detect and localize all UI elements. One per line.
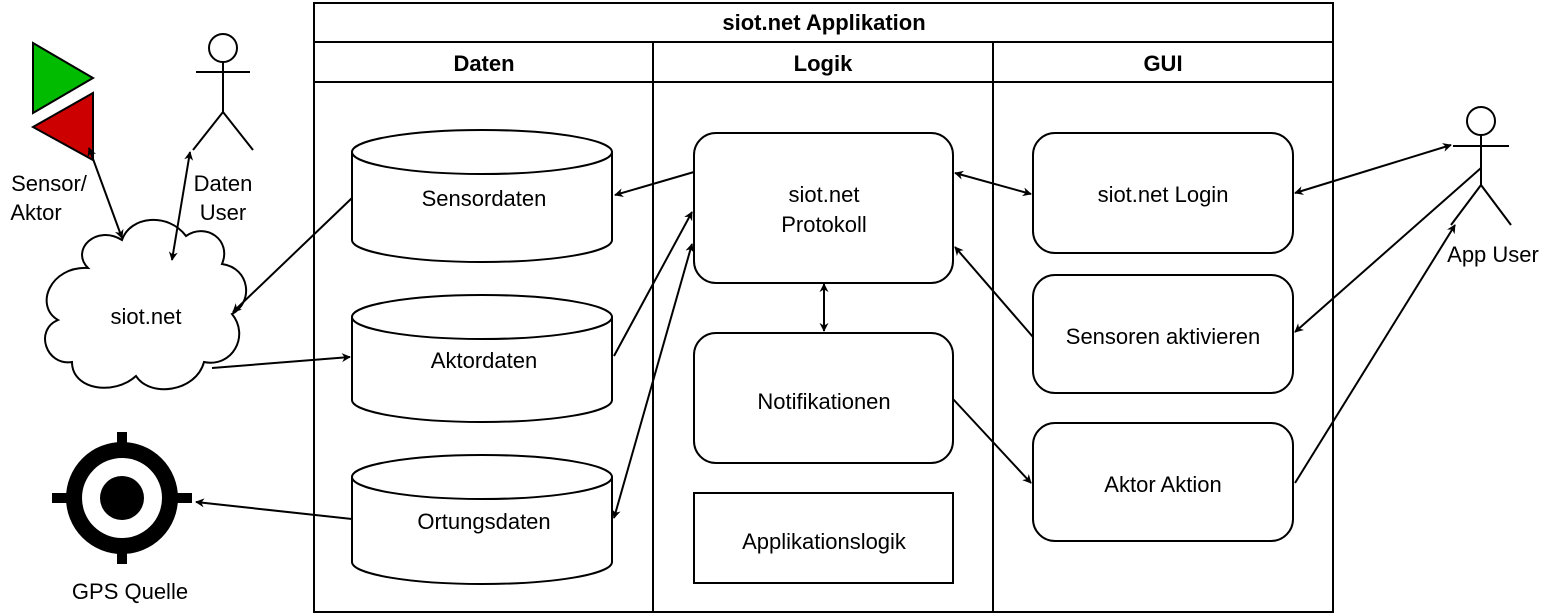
edge-notifikationen-aktor (952, 398, 1032, 484)
login-label: siot.net Login (1098, 182, 1229, 207)
sensoren-aktivieren-box: Sensoren aktivieren (1032, 274, 1294, 394)
sensor-triangle-icon (32, 41, 95, 115)
applikationslogik-label: Applikationslogik (742, 529, 907, 554)
login-box: siot.net Login (1032, 132, 1294, 254)
container-title: siot.net Applikation (722, 10, 925, 35)
protokoll-label-line1: siot.net (789, 182, 860, 207)
notifikationen-label: Notifikationen (757, 389, 890, 414)
sensor-aktor-icon (30, 41, 95, 162)
daten-user-label-line1: Daten (194, 171, 253, 196)
app-user-label: App User (1447, 242, 1539, 267)
database-sensordaten: Sensordaten (351, 129, 613, 263)
edge-appuser-sensoren (1294, 167, 1482, 333)
sensoren-aktivieren-label: Sensoren aktivieren (1066, 324, 1260, 349)
lane-header-daten: Daten (453, 51, 514, 76)
aktor-aktion-box: Aktor Aktion (1032, 422, 1294, 542)
lane-header-gui: GUI (1143, 51, 1182, 76)
edge-protokoll-sensordaten (614, 171, 695, 198)
edge-protokoll-login (954, 170, 1032, 197)
edge-aktor-appuser (1294, 224, 1456, 484)
notifikationen-box: Notifikationen (693, 332, 954, 464)
applikationslogik-box: Applikationslogik (693, 492, 954, 584)
protokoll-box: siot.net Protokoll (693, 132, 954, 284)
database-ortungsdaten: Ortungsdaten (351, 454, 613, 585)
aktor-aktion-label: Aktor Aktion (1104, 472, 1221, 497)
aktor-triangle-icon (30, 91, 94, 162)
siot-cloud-icon: siot.net (44, 219, 248, 391)
edge-sensoren-protokoll (954, 246, 1034, 338)
database-ortungsdaten-label: Ortungsdaten (417, 509, 550, 534)
gps-label: GPS Quelle (72, 579, 188, 604)
edge-ortungsdaten-gps (195, 498, 353, 520)
siot-cloud-label: siot.net (111, 304, 182, 329)
edge-ortungsdaten-protokoll (611, 243, 695, 519)
protokoll-label-line2: Protokoll (781, 212, 867, 237)
lane-header-logik: Logik (794, 51, 853, 76)
sensor-aktor-label-line1: Sensor/ (11, 171, 88, 196)
edge-cloud-aktordaten (211, 353, 351, 369)
app-user-actor-icon (1450, 106, 1512, 226)
database-sensordaten-label: Sensordaten (422, 186, 547, 211)
daten-user-label-line2: User (200, 200, 246, 225)
database-aktordaten: Aktordaten (351, 294, 613, 423)
database-aktordaten-label: Aktordaten (431, 348, 537, 373)
gps-target-icon (52, 432, 192, 564)
daten-user-actor-icon (192, 33, 254, 151)
edge-sensordaten-cloud (232, 197, 353, 313)
edge-login-appuser (1294, 143, 1452, 195)
sensor-aktor-label-line2: Aktor (10, 200, 61, 225)
edge-datenuser-cloud (168, 151, 194, 261)
connectors (87, 143, 1482, 520)
edge-aktor-cloud (87, 147, 124, 239)
